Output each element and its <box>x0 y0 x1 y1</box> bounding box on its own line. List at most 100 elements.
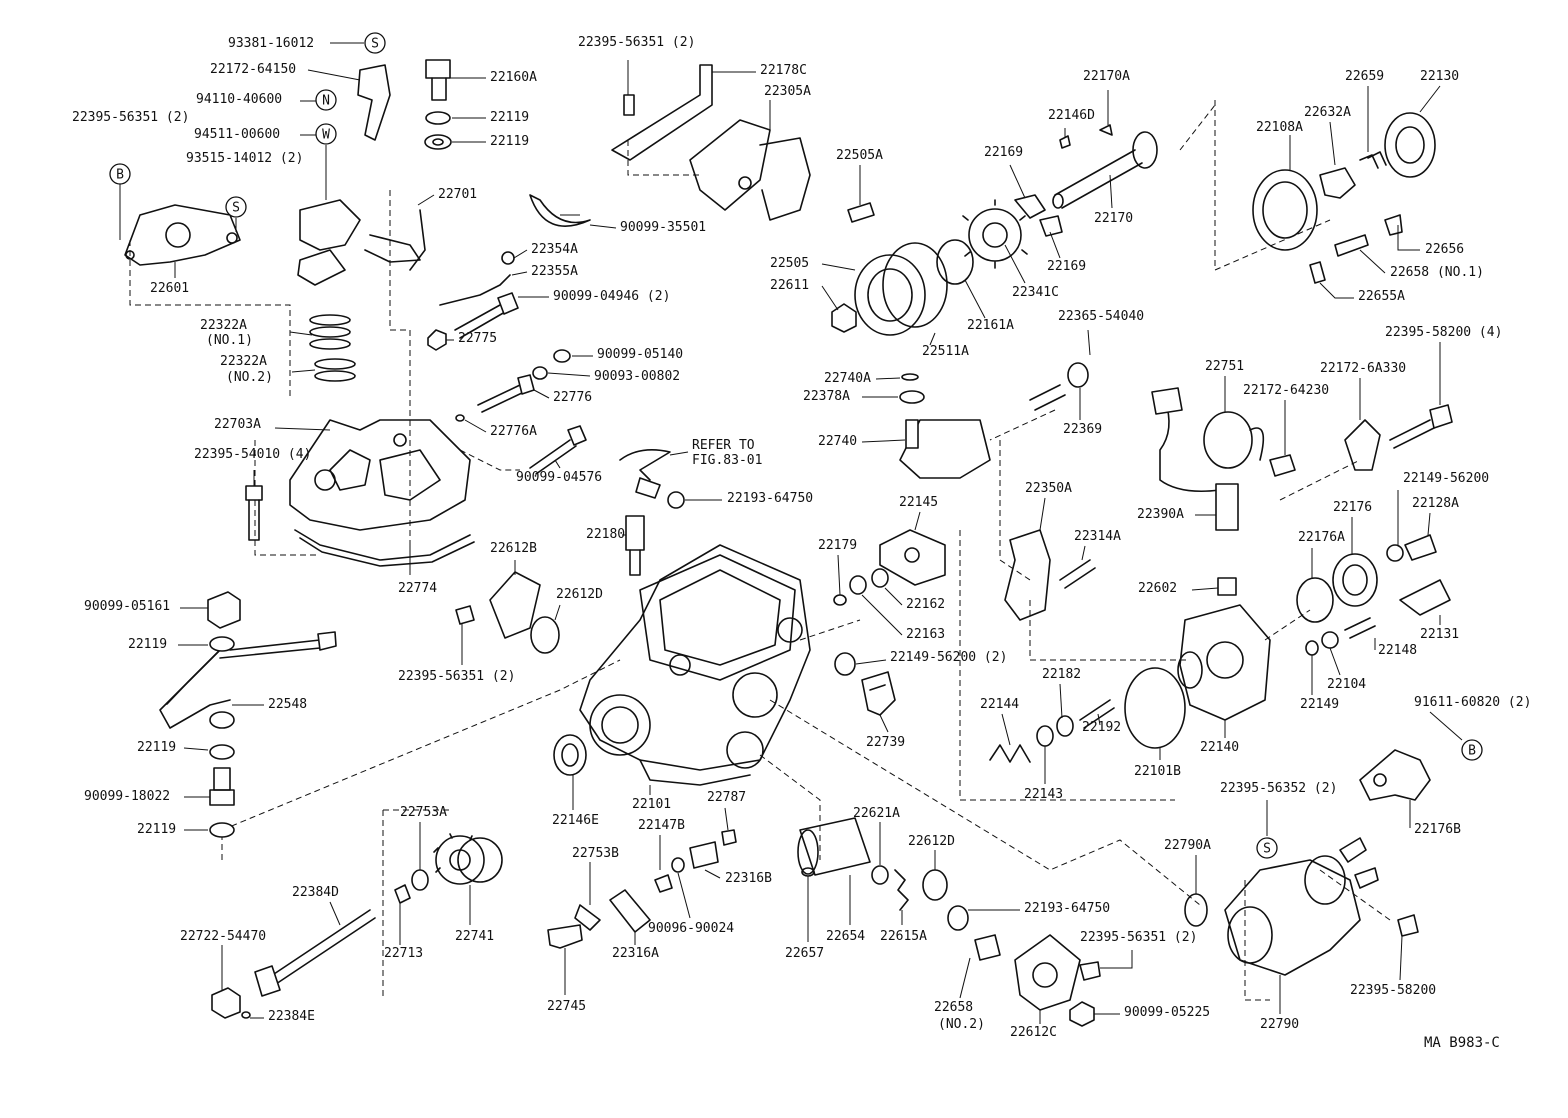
part-label: 22751 <box>1205 359 1244 374</box>
drive-shaft-22170 <box>1052 124 1158 209</box>
part-label: 22395-56351 (2) <box>1080 930 1197 945</box>
part-label: 22322A <box>200 318 247 333</box>
part-label: 22369 <box>1063 422 1102 437</box>
part-label: 22119 <box>490 134 529 149</box>
part-label: 93381-16012 <box>228 36 314 51</box>
part-label: 22384D <box>292 885 339 900</box>
fastener-badge: S <box>225 196 247 218</box>
part-label: 22149-56200 <box>1403 471 1489 486</box>
part-label: 22741 <box>455 929 494 944</box>
part-label: 22612D <box>908 834 955 849</box>
part-label: 22395-58200 (4) <box>1385 325 1502 340</box>
part-label: 22659 <box>1345 69 1384 84</box>
part-label: 22176B <box>1414 822 1461 837</box>
shaft-22384D <box>254 884 411 997</box>
part-label: 22172-6A330 <box>1320 361 1406 376</box>
leader-lines <box>119 42 1463 1024</box>
part-label: 22739 <box>866 735 905 750</box>
part-label: 22144 <box>980 697 1019 712</box>
part-label: 90099-18022 <box>84 789 170 804</box>
oil-pump-22790 <box>1184 837 1419 976</box>
bracket-22172-6A330 <box>1344 404 1453 471</box>
badge-letter: B <box>1468 744 1476 759</box>
regulator-22740 <box>899 362 1089 479</box>
part-label: 22178C <box>760 63 807 78</box>
part-label: 22148 <box>1378 643 1417 658</box>
plate-22145 <box>879 529 946 586</box>
part-label: 90099-05140 <box>597 347 683 362</box>
part-label: 22176A <box>1298 530 1345 545</box>
part-label: 22130 <box>1420 69 1459 84</box>
part-label: 22172-64230 <box>1243 383 1329 398</box>
lever-22176B <box>1359 749 1431 801</box>
part-label: 22350A <box>1025 481 1072 496</box>
part-label: 22193-64750 <box>1024 901 1110 916</box>
part-label: 22612C <box>1010 1025 1057 1040</box>
part-label: 22505A <box>836 148 883 163</box>
part-label: 22128A <box>1412 496 1459 511</box>
governor-cover-22703A <box>289 419 471 531</box>
governor-bracket-22601 <box>124 204 241 266</box>
part-label: 22775 <box>458 331 497 346</box>
part-label: 22384E <box>268 1009 315 1024</box>
part-label: 22615A <box>880 929 927 944</box>
part-label: 22149-56200 (2) <box>890 650 1007 665</box>
part-label: 22316B <box>725 871 772 886</box>
badge-circle <box>315 89 337 111</box>
part-label: 22713 <box>384 946 423 961</box>
part-label: 94511-00600 <box>194 127 280 142</box>
part-label: 90099-05161 <box>84 599 170 614</box>
part-label: 22612B <box>490 541 537 556</box>
part-label: 22612D <box>556 587 603 602</box>
badge-letter: B <box>116 168 124 183</box>
part-label: 22753B <box>572 846 619 861</box>
part-label: 94110-40600 <box>196 92 282 107</box>
part-label: 22119 <box>137 740 176 755</box>
bolt-22395-54010 <box>245 485 263 541</box>
part-label: 22740 <box>818 434 857 449</box>
solenoid-22751 <box>1151 387 1296 596</box>
part-label: 22147B <box>638 818 685 833</box>
part-label: 22658 (NO.1) <box>1390 265 1484 280</box>
part-label: 22119 <box>490 110 529 125</box>
badge-letter: S <box>371 37 379 52</box>
part-label: 93515-14012 (2) <box>186 151 303 166</box>
bolt-90099-04576 <box>455 414 587 475</box>
part-label: 90099-05225 <box>1124 1005 1210 1020</box>
gasket-22774 <box>294 529 475 567</box>
fastener-badge: S <box>1256 837 1278 859</box>
gasket-22612B <box>489 571 560 654</box>
lever-assembly <box>297 64 426 286</box>
part-label: 91611-60820 (2) <box>1414 695 1531 710</box>
part-label: 22354A <box>531 242 578 257</box>
badge-circle <box>315 123 337 145</box>
part-label: 22104 <box>1327 677 1366 692</box>
part-label: 90096-90024 <box>648 921 734 936</box>
valve-22739 <box>861 671 896 716</box>
part-label: 22395-58200 <box>1350 983 1436 998</box>
fuel-pipe-22548 <box>159 631 337 729</box>
fastener-badge: N <box>315 89 337 111</box>
part-label: 22740A <box>824 371 871 386</box>
part-label: 22776A <box>490 424 537 439</box>
timer-cover-22612C <box>974 934 1101 1027</box>
piston-group-2275 <box>547 829 737 949</box>
part-label: 22145 <box>899 495 938 510</box>
part-label: 22511A <box>922 344 969 359</box>
fastener-badge: S <box>364 32 386 54</box>
part-label: 22160A <box>490 70 537 85</box>
part-label: 22632A <box>1304 105 1351 120</box>
part-label: 22146E <box>552 813 599 828</box>
part-label: 22193-64750 <box>727 491 813 506</box>
part-label: 90093-00802 <box>594 369 680 384</box>
part-label: 22745 <box>547 999 586 1014</box>
bolt-90099-04946 <box>454 292 519 339</box>
part-label: 22179 <box>818 538 857 553</box>
part-label: 22395-56352 (2) <box>1220 781 1337 796</box>
timer-gear-22741 <box>411 833 503 891</box>
part-label: 22658 <box>934 1000 973 1015</box>
part-label: 22790 <box>1260 1017 1299 1032</box>
part-label: 22621A <box>853 806 900 821</box>
seal-22146E <box>553 734 587 776</box>
